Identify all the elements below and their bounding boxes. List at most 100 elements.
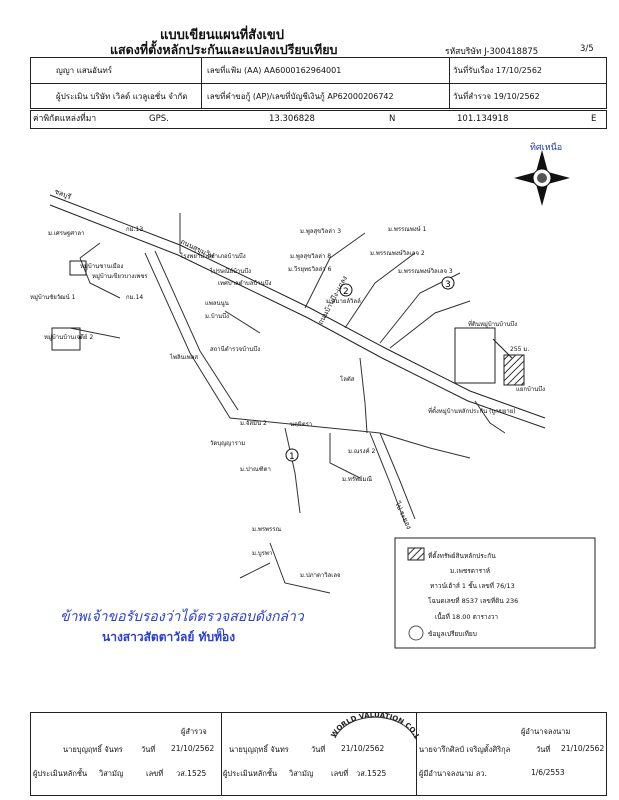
page-number: 3/5 [580,44,594,54]
company-seal: WORLD VALUATION CO.LTD [330,700,420,740]
receive-date: วันที่รับเรื่อง 17/10/2562 [453,66,543,75]
surveyor-column: ผู้สำรวจ นายบุญฤทธิ์ จันทร วันที่ 21/10/… [33,727,215,778]
appraiser: ผู้ประเมิน บริษัท เวิลด์ แวลูเอชั่น จำกั… [56,92,188,101]
survey-date: วันที่สำรวจ 19/10/2562 [453,92,540,101]
secondary-roads [69,213,506,594]
svg-text:1: 1 [289,452,295,462]
svg-text:โลตัส: โลตัส [340,375,355,383]
svg-text:ม.พรรณพงษ์วิลเลจ 3: ม.พรรณพงษ์วิลเลจ 3 [398,267,453,275]
svg-text:แยกบ้านบึง: แยกบ้านบึง [516,386,545,393]
longitude-e: E [591,114,597,124]
svg-text:หมู่บ้านชานเมือง: หมู่บ้านชานเมือง [80,262,123,270]
svg-text:กม.13: กม.13 [126,226,143,233]
appraiser-name: นายบุญฤทธิ์ จันทร [229,745,289,754]
svg-text:นฤมิตรา: นฤมิตรา [290,421,312,428]
authorization-ref: 1/6/2553 [531,768,565,777]
signature-table: ผู้สำรวจ นายบุญฤทธิ์ จันทร วันที่ 21/10/… [30,712,607,796]
svg-text:ม.ณรงค์ 2: ม.ณรงค์ 2 [348,447,376,455]
info-table: ญญา แสนอันทร์ เลขที่แฟ้ม (AA) AA60001629… [30,57,607,109]
document-subtitle: แสดงที่ตั้งหลักประกันและแปลงเปรียบเทียบ [110,42,338,57]
authorized-role: ผู้อำนาจลงนาม [521,727,571,736]
svg-text:ไป ระยอง: ไป ระยอง [393,499,414,530]
svg-text:ที่ตั้งหมู่บ้านหลักประกัน (ถูก: ที่ตั้งหมู่บ้านหลักประกัน (ถูกขยาย) [428,405,516,415]
authorized-date: 21/10/2562 [561,744,605,753]
certifier-name: นางสาวสัตตาวัลย์ ทับทอง [102,630,236,644]
compass-label: ทิศเหนือ [530,142,562,153]
surveyor-name: นายบุญฤทธิ์ จันทร [63,745,123,754]
company-code: รหัสบริษัท J-300418875 [445,47,539,57]
svg-text:แพลนนูน: แพลนนูน [205,300,229,307]
svg-text:ม.วีรยุทธวิลล่า 6: ม.วีรยุทธวิลล่า 6 [288,265,332,273]
file-number: เลขที่แฟ้ม (AA) AA6000162964001 [207,66,342,75]
map-labels: ม.เศรษฐศาลา หมู่บ้านชานเมือง หมู่บ้านเขี… [30,225,545,579]
svg-text:255 ม.: 255 ม. [510,346,529,353]
svg-text:ม.เพชรดาราห์: ม.เพชรดาราห์ [450,567,490,575]
marker-3: 3 [441,276,455,290]
document-title: แบบเขียนแผนที่สังเขป [160,28,285,43]
svg-text:ทาวน์เฮ้าส์ 1 ชั้น เลขที่ 76/: ทาวน์เฮ้าส์ 1 ชั้น เลขที่ 76/13 [430,581,515,590]
svg-text:ม.พรรณพงษ์ 1: ม.พรรณพงษ์ 1 [388,225,427,233]
subject-property-marker [503,354,525,386]
svg-text:ข้อมูลเปรียบเทียบ: ข้อมูลเปรียบเทียบ [428,630,477,638]
svg-text:ม.พรพรรณ: ม.พรพรรณ [252,526,281,533]
svg-text:ไพลินเพลส: ไพลินเพลส [169,353,198,361]
handwritten-certification: ข้าพเจ้าขอรับรองว่าได้ตรวจสอบดังกล่าว [60,609,304,625]
info-row-2: ผู้ประเมิน บริษัท เวิลด์ แวลูเอชั่น จำกั… [31,83,606,109]
application-number: เลขที่คำขอกู้ (AP)/เลขที่บัญชีเงินกู้ AP… [207,92,394,101]
svg-text:วัดบุญญาราม: วัดบุญญาราม [210,440,245,447]
surveyor-date: 21/10/2562 [171,744,215,753]
legend-comparison-icon [408,625,424,641]
svg-text:ไปรษณีย์บ้านบึง: ไปรษณีย์บ้านบึง [209,267,251,275]
svg-text:เทศบาลตำบลบ้านบึง: เทศบาลตำบลบ้านบึง [218,280,272,287]
svg-text:ชลบุรี: ชลบุรี [53,187,72,201]
svg-text:หมู่บ้านบ้านเจดีย์ 2: หมู่บ้านบ้านเจดีย์ 2 [44,333,93,341]
legend-box [394,537,596,649]
svg-text:เนื้อที่ 18.00 ตารางวา: เนื้อที่ 18.00 ตารางวา [435,612,498,621]
longitude: 101.134918 [457,114,509,124]
subject-land [454,327,496,384]
marker-1: 1 [285,448,299,462]
authorized-column: ผู้อำนาจลงนาม นายจารึกศิลป์ เจริญตั้งศิร… [419,727,605,778]
svg-text:ม.พรรณพงษ์วิลเลจ 2: ม.พรรณพงษ์วิลเลจ 2 [370,249,425,257]
svg-text:3: 3 [445,280,451,290]
coord-source: GPS. [149,114,169,124]
compass-icon [514,150,570,206]
coordinate-row: ค่าพิกัดแหล่งที่มา GPS. 13.306828 N 101.… [30,110,607,129]
svg-text:หมู่บ้านชัยวัฒน์ 1: หมู่บ้านชัยวัฒน์ 1 [30,293,76,301]
latitude-n: N [389,114,396,124]
appraiser-date: 21/10/2562 [341,744,385,753]
appraiser-license: วส.1525 [356,769,387,778]
svg-text:ที่ตั้งทรัพย์สินหลักประกัน: ที่ตั้งทรัพย์สินหลักประกัน [428,551,496,560]
marker-2: 2 [339,283,353,297]
svg-text:โรงพยาบาลอำเภอบ้านบึง: โรงพยาบาลอำเภอบ้านบึง [180,252,246,260]
legend-text: ที่ตั้งทรัพย์สินหลักประกัน ม.เพชรดาราห์ … [428,551,518,638]
info-row-1: ญญา แสนอันทร์ เลขที่แฟ้ม (AA) AA60001629… [31,58,606,83]
svg-text:2: 2 [343,287,349,297]
main-road [49,194,546,429]
map-drawing: ทิศเหนือ [30,142,596,649]
svg-text:WORLD VALUATION CO.LTD: WORLD VALUATION CO.LTD [330,700,420,740]
svg-text:กม.14: กม.14 [126,294,143,301]
svg-text:ม.สมายล์วิลล์: ม.สมายล์วิลล์ [326,297,361,305]
latitude: 13.306828 [269,114,315,124]
svg-text:ม.ทรัพย์มณี: ม.ทรัพย์มณี [342,475,372,483]
svg-text:ที่ดินหมู่บ้านบ้านบึง: ที่ดินหมู่บ้านบ้านบึง [468,320,517,328]
location-map: ทิศเหนือ [30,133,605,711]
svg-text:สถานีตำรวจบ้านบึง: สถานีตำรวจบ้านบึง [210,345,260,353]
svg-text:ม.ปภาดาวิลเลจ: ม.ปภาดาวิลเลจ [300,572,341,579]
svg-text:ม.พูลสุขวิลล่า 3: ม.พูลสุขวิลล่า 3 [300,228,341,235]
surveyor-role: ผู้สำรวจ [181,727,207,736]
borrower-name: ญญา แสนอันทร์ [56,66,113,75]
authorized-name: นายจารึกศิลป์ เจริญตั้งศิริกุล [419,745,511,754]
svg-text:ม.พูลสุขวิลล่า 8: ม.พูลสุขวิลล่า 8 [290,253,331,260]
svg-text:ม.เศรษฐศาลา: ม.เศรษฐศาลา [48,230,84,237]
handwritten-mark: ต [216,624,226,640]
svg-text:ม.บูรพา: ม.บูรพา [252,550,272,557]
appraiser-column: นายบุญฤทธิ์ จันทร วันที่ 21/10/2562 ผู้ป… [223,744,387,778]
surveyor-license: วส.1525 [176,769,207,778]
svg-text:หมู่บ้านเขียวบางเพชร: หมู่บ้านเขียวบางเพชร [92,272,148,280]
svg-text:ม.ปาณฑิตา: ม.ปาณฑิตา [240,466,271,473]
svg-text:โฉนดเลขที่ 8537 เลขที่ดิน 236: โฉนดเลขที่ 8537 เลขที่ดิน 236 [428,596,518,605]
svg-text:ม.จัสมิน 2: ม.จัสมิน 2 [240,420,267,427]
legend-subject-icon [407,547,425,561]
